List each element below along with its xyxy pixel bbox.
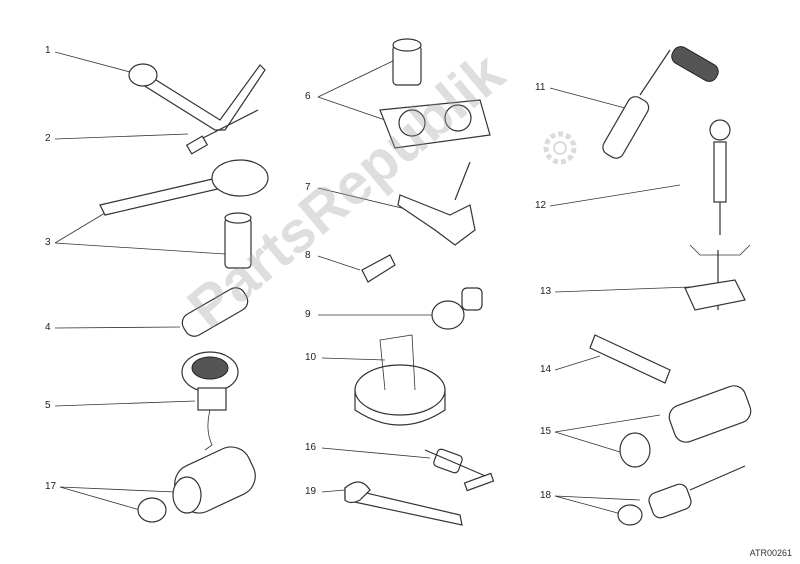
tool-19-hook-wrench [344, 481, 463, 526]
callout-11: 11 [535, 82, 546, 93]
tool-2-pin [185, 109, 259, 155]
callout-3: 3 [45, 237, 51, 248]
callout-17: 17 [45, 481, 57, 492]
tool-5-gauge [181, 351, 239, 451]
tool-11-crank-handle [602, 46, 719, 159]
callout-19: 19 [305, 486, 317, 497]
tool-17-knurled-sleeve [137, 446, 256, 523]
tool-4-knurled-bar [181, 287, 249, 337]
drawing-code: ATR00261 [749, 548, 792, 558]
callout-7: 7 [305, 182, 311, 193]
tool-7-puller [397, 161, 476, 246]
callout-13: 13 [540, 286, 552, 297]
callout-10: 10 [305, 352, 317, 363]
tool-6-socket-plate [379, 38, 491, 149]
callout-8: 8 [305, 250, 311, 261]
tool-15-sleeves [619, 385, 752, 468]
callout-4: 4 [45, 322, 51, 333]
callout-12: 12 [535, 200, 547, 211]
leader-lines [54, 51, 691, 516]
callout-15: 15 [540, 426, 552, 437]
callout-2: 2 [45, 133, 51, 144]
tool-3-spanner [99, 159, 269, 269]
tool-16-extractor [424, 448, 495, 492]
callout-16: 16 [305, 442, 317, 453]
tool-13-puller [684, 244, 751, 311]
callout-14: 14 [540, 364, 552, 375]
tool-8-cone [361, 254, 396, 283]
tool-1-pin-wrench [128, 63, 266, 131]
callout-6: 6 [305, 91, 311, 102]
tool-18-drift [617, 465, 746, 526]
callout-1: 1 [45, 45, 51, 56]
callout-18: 18 [540, 490, 552, 501]
tool-12-dial-gauge [709, 119, 731, 235]
callout-5: 5 [45, 400, 51, 411]
watermark-gear-icon [543, 131, 577, 165]
tool-9-adapter [431, 287, 483, 330]
tool-14-bar [589, 334, 671, 384]
callout-9: 9 [305, 309, 311, 320]
tool-10-holder [354, 334, 446, 426]
